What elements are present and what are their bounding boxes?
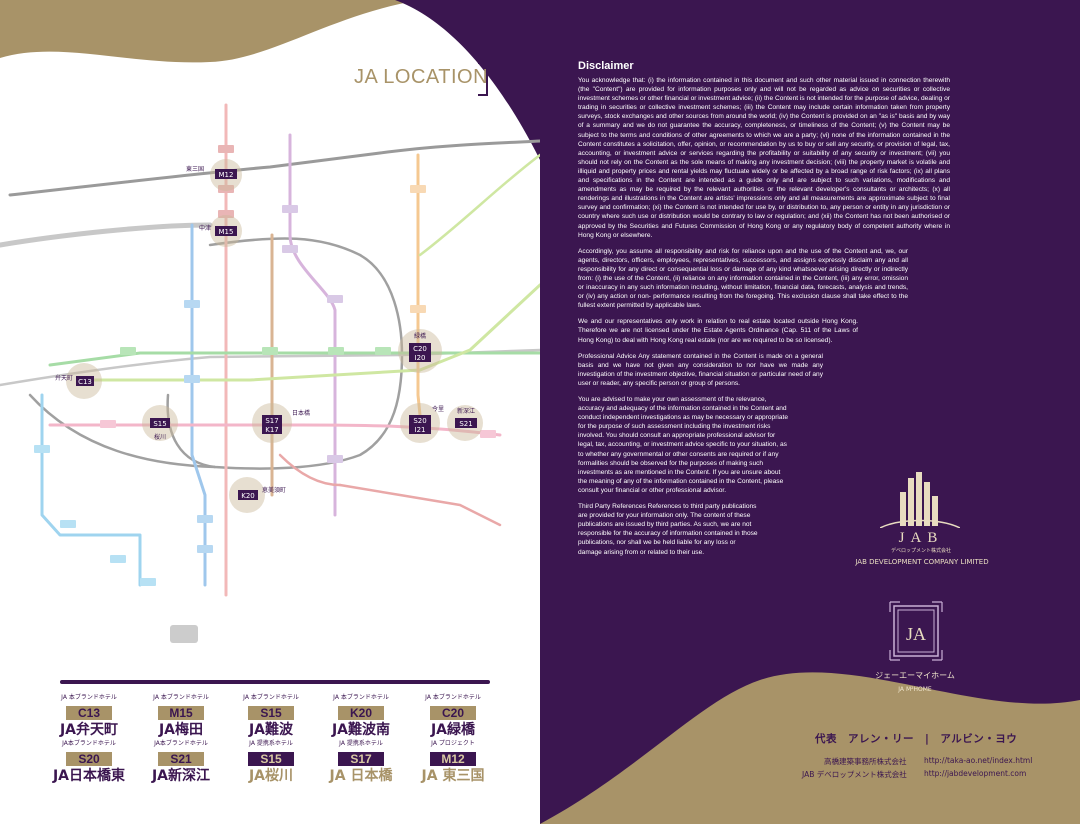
location-title: JA LOCATION: [354, 66, 489, 88]
purple-top-curve: [395, 0, 540, 160]
company-name: JAB デベロップメント株式会社: [802, 770, 907, 779]
svg-text:桜川: 桜川: [154, 433, 166, 441]
jab-company-name: JAB DEVELOPMENT COMPANY LIMITED: [855, 558, 989, 566]
representatives: 代表 アレン・リー | アルビン・ヨウ: [815, 733, 1018, 745]
ja-crest-logo: JA: [889, 601, 943, 661]
disclaimer-paragraph: We and our representatives only work in …: [578, 318, 858, 344]
disclaimer-section: Disclaimer You acknowledge that: (i) the…: [578, 60, 950, 564]
svg-text:中津: 中津: [199, 224, 211, 232]
disclaimer-paragraph: Accordingly, you assume all responsibili…: [578, 247, 908, 310]
hotel-item: JA 提携系ホテル S15 JA桜川: [248, 740, 294, 784]
hotel-item: JA 本ブランドホテル C13 JA弁天町: [59, 694, 119, 738]
svg-text:S17: S17: [265, 417, 278, 425]
ja-brand-name: ジェーエーマイホーム: [875, 671, 955, 680]
hotel-item: JA 本ブランドホテル C20 JA緑橋: [425, 694, 481, 738]
svg-text:S20: S20: [413, 417, 426, 425]
company-link[interactable]: http://jabdevelopment.com: [924, 769, 1027, 778]
jab-wordmark: JAB デベロップメント株式会社: [890, 530, 951, 554]
jab-building-logo: [880, 472, 960, 528]
disclaimer-paragraph: Professional Advice Any statement contai…: [578, 352, 823, 387]
svg-text:JA: JA: [906, 624, 926, 644]
svg-text:緑橋: 緑橋: [414, 332, 426, 340]
svg-text:I21: I21: [415, 426, 426, 434]
svg-text:C20: C20: [413, 345, 427, 353]
hotel-list-divider: [60, 680, 490, 684]
hotel-item: JA 本ブランドホテル S15 JA難波: [243, 694, 299, 738]
company-name: 高橋建築事務所株式会社: [824, 757, 907, 766]
disclaimer-title: Disclaimer: [578, 60, 634, 72]
svg-text:I20: I20: [415, 354, 426, 362]
station-k20: K20 恵美須町: [229, 477, 286, 513]
ja-brand-sub: JA M²HOME: [898, 686, 932, 693]
station-s21: S21 新深江: [447, 405, 483, 441]
disclaimer-paragraph: You acknowledge that: (i) the informatio…: [578, 77, 950, 239]
station-m15: M15 中津: [199, 215, 242, 247]
svg-text:K17: K17: [265, 426, 279, 434]
hotel-item: JA 本ブランドホテル K20 JA難波南: [331, 694, 391, 738]
station-s20: S20 I21 今里: [400, 403, 444, 443]
svg-text:今里: 今里: [432, 405, 444, 413]
station-s15: S15 桜川: [142, 405, 178, 441]
subway-map: M12 東三国 M15 中津 C13 弁天町 S15 桜川 S17 K17 日本…: [0, 103, 540, 643]
svg-text:M12: M12: [219, 171, 234, 179]
purple-panel: [540, 0, 1080, 824]
hotel-item: JA プロジェクト M12 JA 東三国: [421, 740, 485, 784]
title-bracket: [478, 62, 488, 96]
svg-text:日本橋: 日本橋: [292, 409, 310, 417]
svg-text:M15: M15: [219, 228, 234, 236]
svg-text:K20: K20: [241, 492, 255, 500]
hotel-item: JA本ブランドホテル S21 JA新深江: [151, 740, 211, 784]
station-c20: C20 I20 緑橋: [398, 329, 442, 373]
disclaimer-paragraph: You are advised to make your own assessm…: [578, 396, 789, 494]
hotel-item: JA 提携系ホテル S17 JA 日本橋: [329, 740, 393, 784]
station-c13: C13 弁天町: [55, 363, 102, 399]
disclaimer-paragraph: Third Party References References to thi…: [578, 503, 758, 556]
svg-text:S21: S21: [459, 420, 472, 428]
company-link[interactable]: http://taka-ao.net/index.html: [924, 756, 1033, 765]
station-m12: M12 東三国: [186, 159, 242, 191]
svg-text:S15: S15: [153, 420, 166, 428]
svg-text:東三国: 東三国: [186, 165, 204, 173]
svg-text:恵美須町: 恵美須町: [262, 486, 286, 494]
svg-text:弁天町: 弁天町: [55, 374, 73, 382]
hotel-item: JA 本ブランドホテル M15 JA梅田: [153, 694, 209, 738]
top-left-gold-wave: [0, 0, 420, 63]
gold-bottom-wave: [540, 672, 1080, 824]
svg-text:新深江: 新深江: [457, 407, 475, 415]
hotel-item: JA本ブランドホテル S20 JA日本橋東: [52, 740, 126, 784]
station-s17: S17 K17 日本橋: [252, 403, 310, 443]
svg-text:C13: C13: [78, 378, 92, 386]
